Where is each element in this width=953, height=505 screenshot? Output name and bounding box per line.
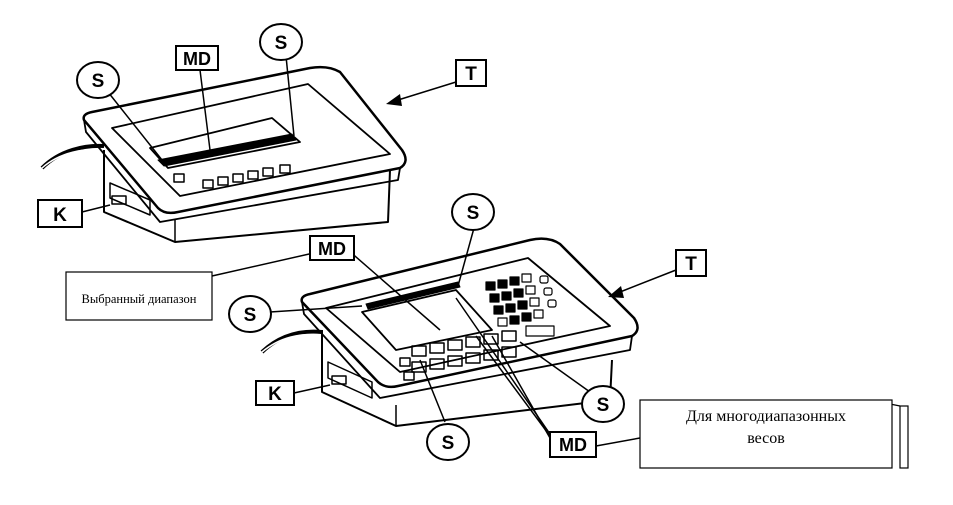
callout-t-top-text: T <box>465 64 477 85</box>
callout-s-top-right-text: S <box>275 33 288 54</box>
callout-s-top-right: S <box>259 23 303 61</box>
callout-md-bottom: MD <box>549 431 597 458</box>
callout-k-bottom-text: K <box>268 384 282 405</box>
callout-k-top: K <box>37 199 83 228</box>
callout-s-bottom-top-text: S <box>467 203 480 224</box>
terminal-bottom-bezel <box>300 237 639 389</box>
callout-k-bottom: K <box>255 380 295 406</box>
terminal-top-bezel <box>82 65 407 215</box>
terminal-bottom-base <box>321 330 613 427</box>
arrow-t-top <box>386 81 457 106</box>
callout-md-top: MD <box>175 45 219 71</box>
note-multi-range-line1: Для многодиапазонных <box>686 408 846 425</box>
callout-md-top-text: MD <box>183 49 211 69</box>
callout-s-bottom-left-text: S <box>244 305 257 326</box>
callout-md-bottom-text: MD <box>559 435 587 455</box>
callout-t-top: T <box>455 59 487 87</box>
callout-k-top-text: K <box>53 205 67 226</box>
note-multi-range-line2: весов <box>747 430 785 447</box>
terminal-bottom-display <box>361 289 493 351</box>
callout-s-top-left: S <box>76 61 120 99</box>
pointer-lines <box>81 55 641 447</box>
note-selected-range-text: Выбранный диапазон <box>82 292 197 306</box>
terminal-bottom <box>260 237 639 427</box>
callout-s-bottom-top: S <box>451 193 495 231</box>
terminal-bottom-keypad <box>485 273 557 337</box>
note-selected-range: Выбранный диапазон <box>65 271 213 321</box>
callout-s-bottom-center-text: S <box>442 433 455 454</box>
arrow-t-bottom <box>608 269 677 298</box>
callout-s-bottom-right-text: S <box>597 395 610 416</box>
callout-t-bottom: T <box>675 249 707 277</box>
terminal-top <box>40 65 407 243</box>
callout-s-bottom-center: S <box>426 423 470 461</box>
callout-s-top-left-text: S <box>92 71 105 92</box>
terminal-top-keys <box>173 164 291 189</box>
callout-s-bottom-right: S <box>581 385 625 423</box>
callout-md-bottom-top: MD <box>309 235 355 261</box>
note-multi-range: Для многодиапазонных весов <box>639 399 909 469</box>
callout-s-bottom-left: S <box>228 295 272 333</box>
callout-md-bottom-top-text: MD <box>318 239 346 259</box>
callout-t-bottom-text: T <box>685 254 697 275</box>
